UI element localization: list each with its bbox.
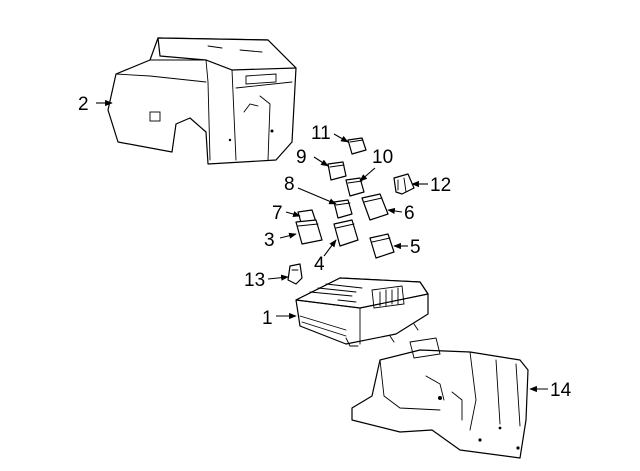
callout-1: 1 — [262, 308, 273, 329]
relay-6 — [361, 193, 389, 221]
callout-9: 9 — [296, 147, 307, 168]
leader-11 — [333, 133, 349, 143]
leader-9 — [313, 156, 329, 167]
leader-8 — [297, 187, 337, 205]
callout-12: 12 — [430, 175, 451, 196]
callout-4: 4 — [314, 254, 325, 275]
callout-7: 7 — [272, 203, 283, 224]
relay-8 — [333, 199, 353, 219]
leader-3 — [279, 232, 297, 239]
callout-6: 6 — [404, 203, 415, 224]
callout-10: 10 — [372, 147, 393, 168]
leader-6 — [387, 207, 403, 215]
callout-13: 13 — [244, 270, 265, 291]
relay-12 — [393, 173, 415, 195]
part-14-tray — [351, 337, 529, 459]
relay-10 — [345, 177, 365, 197]
relay-11 — [347, 137, 367, 155]
clip-13 — [287, 263, 303, 285]
callout-2: 2 — [78, 94, 89, 115]
leader-lines — [96, 99, 548, 393]
callout-3: 3 — [264, 230, 275, 251]
relay-3 — [295, 219, 323, 245]
callout-8: 8 — [284, 174, 295, 195]
callout-14: 14 — [550, 380, 572, 401]
leader-13 — [267, 274, 289, 281]
leader-10 — [359, 167, 376, 182]
callout-5: 5 — [410, 237, 421, 258]
relay-9 — [327, 161, 347, 181]
leader-7 — [285, 211, 301, 218]
part-2-cover — [107, 37, 297, 165]
callout-11: 11 — [311, 123, 331, 144]
relay-4 — [333, 219, 359, 247]
relay-5 — [369, 233, 395, 259]
part-1-module — [295, 277, 429, 347]
callout-labels: 2 11 9 10 12 8 6 7 3 4 5 13 1 14 — [78, 94, 572, 401]
leader-4 — [323, 239, 337, 257]
